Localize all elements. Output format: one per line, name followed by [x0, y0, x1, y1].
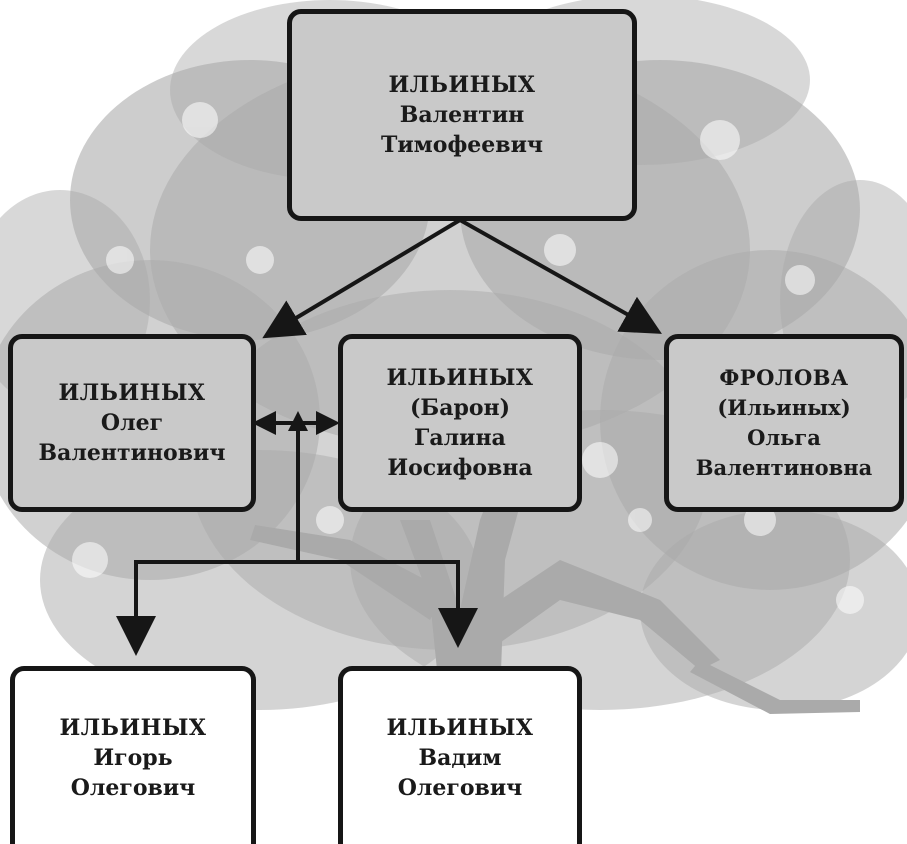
spouse-arrowhead-up [288, 411, 308, 431]
patronymic: Валентинович [38, 440, 226, 466]
person-box-igor: ИЛЬИНЫХ Игорь Олегович [10, 666, 256, 844]
surname: ИЛЬИНЫХ [386, 714, 534, 741]
first-name: Игорь [93, 744, 173, 771]
surname: ФРОЛОВА [719, 365, 849, 390]
person-box-vadim: ИЛЬИНЫХ Вадим Олегович [338, 666, 582, 844]
first-name: Олег [100, 410, 164, 436]
person-box-olga: ФРОЛОВА (Ильиных) Ольга Валентиновна [664, 334, 904, 512]
first-name: Вадим [418, 744, 502, 771]
edge-valentin-olga [459, 218, 662, 334]
person-box-valentin: ИЛЬИНЫХ Валентин Тимофеевич [287, 9, 637, 221]
patronymic: Олегович [397, 774, 523, 801]
surname: ИЛЬИНЫХ [59, 714, 207, 741]
surname: ИЛЬИНЫХ [388, 72, 536, 98]
spouse-arrowhead-right [316, 411, 340, 435]
maiden-name: (Барон) [409, 395, 511, 421]
person-box-oleg: ИЛЬИНЫХ Олег Валентинович [8, 334, 256, 512]
patronymic: Иосифовна [387, 455, 533, 481]
first-name: Ольга [747, 425, 821, 450]
surname: ИЛЬИНЫХ [58, 380, 206, 406]
first-name: Валентин [399, 102, 525, 128]
patronymic: Валентиновна [695, 455, 873, 480]
surname: ИЛЬИНЫХ [386, 365, 534, 391]
edge-valentin-oleg [262, 218, 462, 339]
patronymic: Тимофеевич [380, 132, 543, 158]
person-box-galina: ИЛЬИНЫХ (Барон) Галина Иосифовна [338, 334, 582, 512]
maiden-name: (Ильиных) [717, 395, 851, 420]
first-name: Галина [414, 425, 506, 451]
patronymic: Олегович [70, 774, 196, 801]
spouse-arrowhead-left [252, 411, 276, 435]
